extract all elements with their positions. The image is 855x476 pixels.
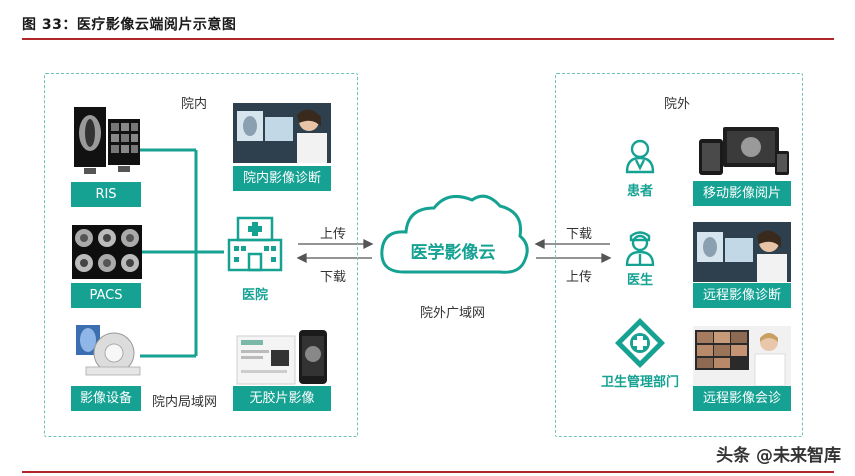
ris-label: RIS (71, 182, 141, 207)
patient-icon (624, 138, 656, 174)
outside-hospital-label: 院外 (664, 97, 691, 112)
right-download-label: 下载 (566, 227, 593, 242)
patient-label: 患者 (626, 184, 653, 199)
watermark: 头条 @未来智库 (716, 446, 841, 466)
remote-consultation-photo (693, 326, 791, 386)
wan-label: 院外广域网 (420, 306, 486, 321)
bottom-divider (22, 471, 834, 473)
health-authority-emblem-icon (613, 316, 667, 370)
in-hospital-diagnosis-photo (233, 103, 331, 163)
remote-diagnosis-photo (693, 222, 791, 282)
health-authority-label: 卫生管理部门 (600, 375, 679, 390)
pacs-label: PACS (71, 283, 141, 308)
medical-imaging-cloud-label: 医学影像云 (410, 243, 496, 263)
pacs-scans-image (72, 225, 142, 279)
mobile-reading-label: 移动影像阅片 (693, 181, 791, 206)
remote-diagnosis-label: 远程影像诊断 (693, 283, 791, 308)
ris-workstation-image (72, 105, 142, 177)
inside-hospital-label: 院内 (181, 97, 208, 112)
lan-label: 院内局域网 (152, 395, 218, 410)
doctor-label: 医生 (626, 273, 653, 288)
in-hospital-diagnosis-label: 院内影像诊断 (233, 166, 331, 191)
filmless-imaging-photo (233, 328, 331, 386)
inside-hospital-zone (44, 73, 358, 437)
left-download-label: 下载 (320, 270, 347, 285)
imaging-device-label: 影像设备 (71, 386, 141, 411)
imaging-device-image (72, 323, 142, 381)
cloud-icon (374, 186, 534, 286)
mobile-reading-photo (693, 127, 791, 179)
outside-hospital-zone (555, 73, 803, 437)
figure-title: 图 33：医疗影像云端阅片示意图 (22, 17, 237, 33)
hospital-label: 医院 (241, 288, 268, 303)
filmless-imaging-label: 无胶片影像 (233, 386, 331, 411)
hospital-building-icon (226, 216, 284, 276)
top-divider (22, 38, 834, 40)
left-upload-label: 上传 (320, 227, 347, 242)
remote-consultation-label: 远程影像会诊 (693, 386, 791, 411)
doctor-icon (624, 228, 656, 267)
right-upload-label: 上传 (566, 270, 593, 285)
